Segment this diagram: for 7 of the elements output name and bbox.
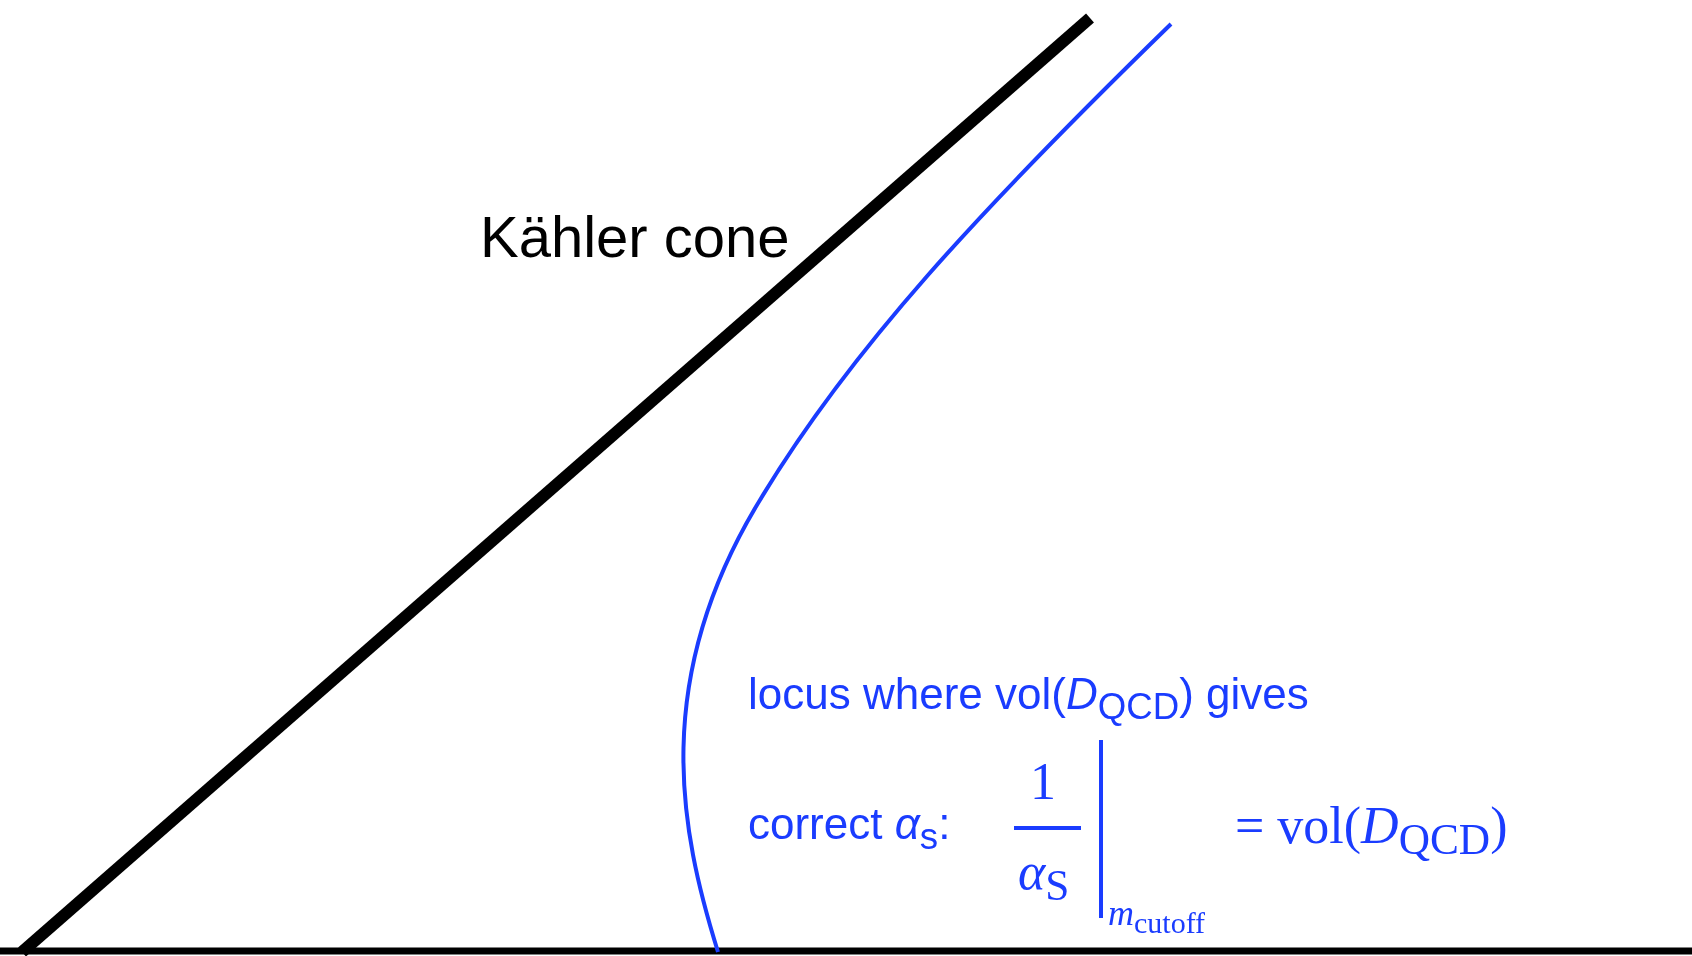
equation-text: = vol(D$_{QCD}$) bbox=[1235, 800, 1508, 862]
evaluation-subscript: m$_{cutoff}$ bbox=[1108, 895, 1206, 939]
locus-annotation: locus where vol(D$_{QCD}$) gives bbox=[748, 672, 1309, 726]
fraction-numerator: 1 bbox=[1030, 756, 1056, 808]
locus-annotation: correct α$_{s}$: bbox=[748, 802, 951, 856]
fraction-denominator: α$_{S}$ bbox=[1018, 846, 1070, 908]
region-label: Kähler cone bbox=[480, 208, 790, 266]
